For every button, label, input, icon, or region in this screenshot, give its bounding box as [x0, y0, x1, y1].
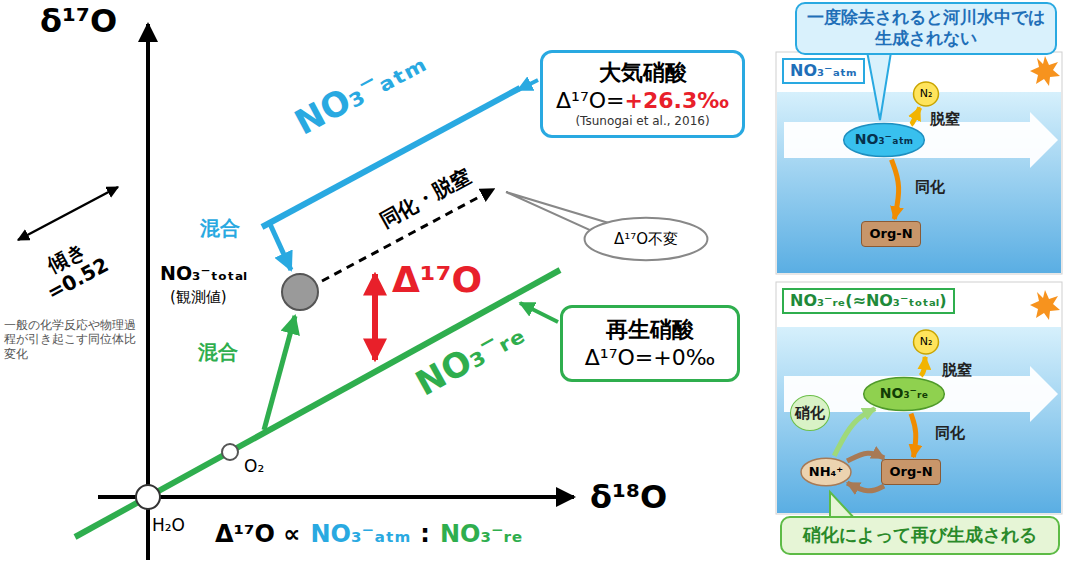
y-axis: [146, 24, 150, 560]
source-box: 再生硝酸Δ¹⁷O=+0‰: [560, 305, 740, 382]
source-box: 大気硝酸Δ¹⁷O=+26.3‰(Tsunogai et al., 2016): [540, 50, 745, 138]
delta-arrow: [372, 274, 378, 360]
river-water: [777, 327, 1061, 513]
flow-arrow: [784, 112, 1058, 168]
panel-ground: [776, 282, 1062, 514]
axis-label: δ¹⁸O: [590, 478, 667, 516]
node-text: Org-N: [884, 464, 938, 480]
process-label: 脱窒: [930, 110, 960, 128]
node-text: N₂: [915, 335, 937, 349]
point-label: H₂O: [152, 515, 185, 535]
slope-arrow: [18, 187, 118, 240]
denitrification-arrow: [921, 357, 925, 376]
sun-icon: [1030, 56, 1060, 320]
x-axis: [98, 495, 574, 499]
node-text: (Tsunogai et al., 2016): [551, 114, 734, 129]
line-label: NO₃⁻ᵣₑ: [409, 312, 531, 405]
point-label: NO₃⁻ₜₒₜₐₗ: [160, 262, 247, 285]
nitrate-pool: NO₃⁻ₐₜₘ: [842, 122, 926, 158]
n2-gas: N₂: [913, 81, 939, 107]
node-outline: [844, 123, 925, 156]
callout-box: 硝化によって再び生成される: [780, 516, 1060, 555]
callout-tail: [866, 46, 892, 120]
node-text: NH₄⁺: [802, 464, 850, 480]
ammonium-pool: NH₄⁺: [800, 457, 852, 487]
node-outline: [864, 377, 945, 410]
formula-part: NO₃⁻ₐₜₘ: [310, 520, 410, 549]
pointer-arrow: [520, 303, 558, 322]
point-label: (観測値): [170, 288, 227, 306]
note-text: 一般の化学反応や物理過程が引き起こす同位体比変化: [4, 318, 140, 361]
formula-part: Δ¹⁷O ∝: [215, 520, 300, 549]
formula-row: Δ¹⁷O ∝ NO₃⁻ₐₜₘ: NO₃⁻ᵣₑ: [215, 520, 523, 549]
node-text: NO₃⁻ᵣₑ: [864, 385, 944, 403]
formula-part: NO₃⁻ᵣₑ: [440, 520, 523, 549]
regenerated-nitrate-line: [75, 270, 560, 537]
pointer-arrow: [518, 80, 538, 90]
node-text: +26.3‰: [625, 87, 729, 115]
node-outline: [914, 330, 939, 354]
node-outline: [585, 218, 708, 260]
process-label: 脱窒: [942, 361, 972, 379]
node-outline: [914, 82, 939, 106]
point-label: O₂: [244, 456, 264, 476]
assimilation-arrow: [911, 414, 916, 457]
speech-bubble: Δ¹⁷O不変: [582, 216, 710, 262]
h2o-point: [136, 485, 160, 509]
node-text: N₂: [915, 87, 937, 101]
scenario-panel: NO₃⁻ₐₜₘNO₃⁻ₐₜₘN₂Org-N: [776, 52, 1062, 274]
node-text: Δ¹⁷O=: [556, 87, 624, 115]
node-text: 再生硝酸: [571, 316, 729, 344]
process-label: 同化: [915, 178, 945, 196]
node-text: 大気硝酸: [551, 59, 734, 87]
node-text: 硝化によって再び生成される: [788, 524, 1052, 547]
assimilation-arrow: [891, 160, 898, 219]
slope-label: 傾き =0.52: [30, 230, 114, 305]
node-text: NO₃⁻ₐₜₘ: [844, 131, 924, 149]
mixing-arrow: [264, 316, 295, 430]
nitrate-pool: NO₃⁻ᵣₑ: [862, 376, 946, 412]
node-outline: [801, 458, 851, 486]
process-label: 混合: [200, 216, 240, 240]
nitrification-arrow: [834, 409, 875, 456]
delta-label: Δ¹⁷O: [392, 258, 482, 301]
organic-n-box: Org-N: [881, 459, 941, 485]
process-label: 同化・脱窒: [375, 163, 474, 232]
formula-part: :: [420, 520, 430, 549]
panel-title: NO₃⁻ₐₜₘ: [782, 58, 865, 84]
observed-point: [282, 274, 318, 310]
process-label: 同化: [935, 424, 965, 442]
river-water: [777, 92, 1061, 273]
denitrification-arrow: [911, 108, 920, 125]
organic-n-box: Org-N: [861, 221, 921, 247]
line-label: NO₃⁻ₐₜₘ: [288, 41, 432, 143]
process-label: 混合: [198, 340, 238, 364]
callout-box: 一度除去されると河川水中では生成されない: [795, 2, 1057, 55]
cycle-arrow: [847, 483, 884, 491]
cycle-arrow: [847, 453, 884, 461]
panel-title: NO₃⁻ᵣₑ(≈NO₃⁻ₜₒₜₐₗ): [782, 288, 955, 314]
axis-label: δ¹⁷O: [40, 2, 117, 40]
panel-ground: [776, 52, 1062, 274]
node-text: Δ¹⁷O不変: [584, 230, 708, 249]
process-label: 硝化: [790, 395, 830, 431]
o2-point: [222, 444, 238, 460]
node-text: Org-N: [864, 226, 918, 242]
n2-gas: N₂: [913, 329, 939, 355]
node-text: 一度除去されると河川水中では生成されない: [803, 7, 1049, 50]
node-text: Δ¹⁷O=+0‰: [571, 344, 729, 372]
mixing-arrow: [270, 224, 291, 270]
